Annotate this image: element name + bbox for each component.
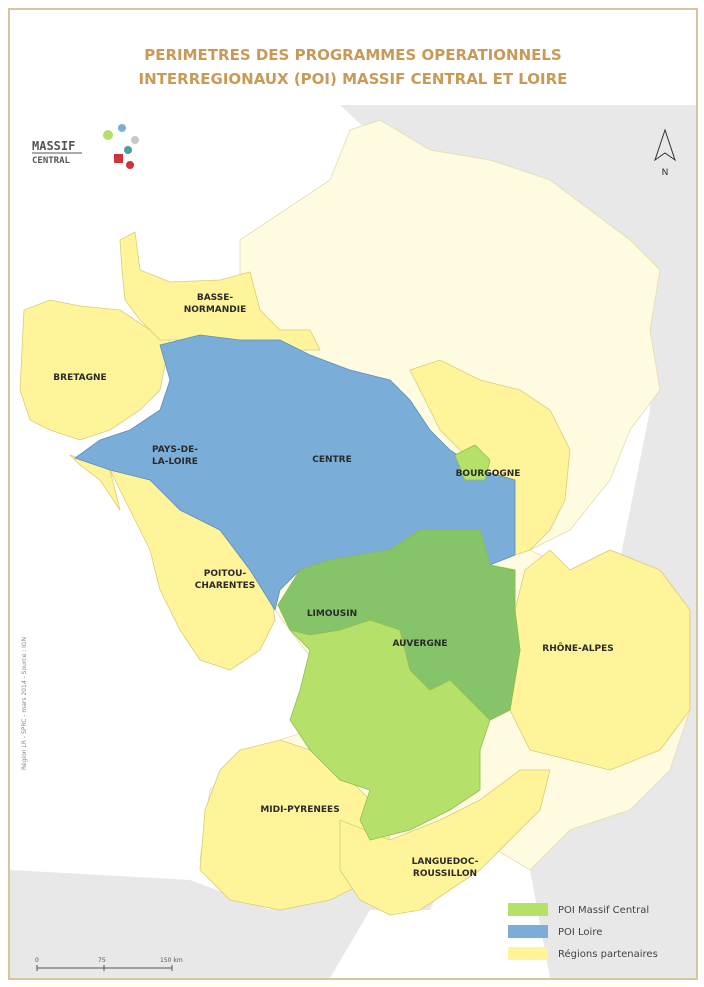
- map-frame: PERIMETRES DES PROGRAMMES OPERATIONNELS …: [8, 8, 698, 980]
- label-poitou-charentes-1: POITOU-: [204, 569, 247, 579]
- legend-label-loire: POI Loire: [558, 927, 602, 938]
- label-bretagne: BRETAGNE: [53, 373, 106, 383]
- logo-dot-red: [126, 161, 134, 169]
- label-auvergne: AUVERGNE: [392, 639, 447, 649]
- map-title-line1: PERIMETRES DES PROGRAMMES OPERATIONNELS: [144, 46, 561, 64]
- label-limousin: LIMOUSIN: [307, 609, 357, 619]
- logo-dot-teal: [124, 146, 132, 154]
- label-rhone-alpes: RHÔNE-ALPES: [542, 642, 613, 654]
- region-shape-basse-normandie: [119, 231, 321, 351]
- label-bourgogne: BOURGOGNE: [456, 469, 521, 479]
- region-shape-massif-loire-overlap: [277, 529, 521, 721]
- scale-bar: 0 75 150 km: [35, 957, 183, 971]
- label-pays-de-la-loire-2: LA-LOIRE: [152, 457, 198, 467]
- legend-swatch-massif: [508, 903, 548, 916]
- logo-square-red: [114, 154, 123, 163]
- label-pays-de-la-loire-1: PAYS-DE-: [152, 445, 198, 455]
- map-canvas: PERIMETRES DES PROGRAMMES OPERATIONNELS …: [10, 10, 696, 978]
- region-shape-bourgogne: [409, 359, 571, 556]
- logo-dot-grey: [131, 136, 139, 144]
- logo-dot-green: [103, 130, 113, 140]
- legend: POI Massif Central POI Loire Régions par…: [508, 903, 658, 960]
- map-title-line2: INTERREGIONAUX (POI) MASSIF CENTRAL ET L…: [139, 70, 568, 88]
- scale-tick-150: 150 km: [160, 957, 183, 964]
- scale-tick-75: 75: [98, 957, 106, 964]
- region-shape-bretagne: [19, 299, 171, 441]
- label-basse-normandie-1: BASSE-: [197, 293, 234, 303]
- logo-dot-blue: [118, 124, 126, 132]
- legend-swatch-partner: [508, 947, 548, 960]
- partner-regions: [19, 231, 691, 916]
- label-poitou-charentes-2: CHARENTES: [195, 581, 255, 591]
- label-languedoc-roussillon-2: ROUSSILLON: [413, 869, 477, 879]
- legend-label-massif: POI Massif Central: [558, 905, 649, 916]
- label-basse-normandie-2: NORMANDIE: [184, 305, 247, 315]
- map-credit: Région LR - SPRC - mars 2014 - Source : …: [21, 637, 28, 770]
- logo-text-line1: MASSIF: [32, 139, 75, 153]
- massif-central-regions: [277, 444, 521, 841]
- label-midi-pyrenees: MIDI-PYRENEES: [260, 805, 339, 815]
- legend-label-partner: Régions partenaires: [558, 948, 658, 960]
- legend-swatch-loire: [508, 925, 548, 938]
- region-shape-rhone-alpes: [509, 549, 691, 771]
- region-labels: BASSE- NORMANDIE BRETAGNE PAYS-DE- LA-LO…: [53, 293, 613, 879]
- label-centre: CENTRE: [312, 455, 352, 465]
- scale-tick-0: 0: [35, 957, 39, 964]
- label-languedoc-roussillon-1: LANGUEDOC-: [412, 857, 479, 867]
- region-shape-bourgogne-massif: [454, 444, 491, 481]
- region-shape-languedoc-roussillon: [339, 769, 551, 916]
- logo-text-line2: CENTRAL: [32, 156, 71, 166]
- massif-central-logo: MASSIF CENTRAL: [32, 124, 139, 169]
- north-arrow-icon: N: [654, 128, 676, 178]
- north-arrow-label: N: [662, 168, 669, 178]
